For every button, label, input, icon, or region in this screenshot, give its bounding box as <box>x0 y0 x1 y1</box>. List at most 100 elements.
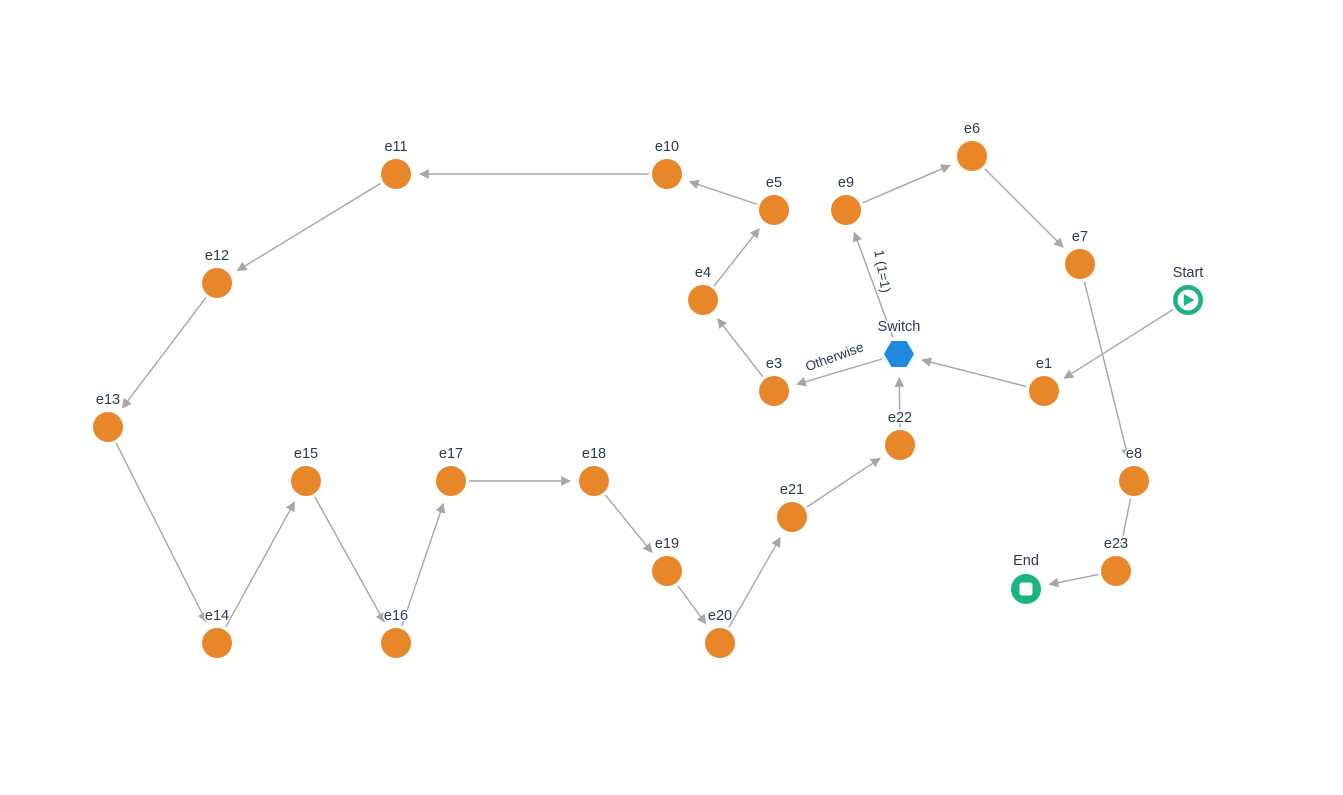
node-e5[interactable] <box>759 195 789 225</box>
edge-line <box>921 357 1027 388</box>
edge-line <box>677 585 707 625</box>
task-node-shape <box>705 628 735 658</box>
node-label-e13: e13 <box>96 392 120 408</box>
edge-e20-to-e21[interactable] <box>728 536 781 628</box>
edge-line <box>728 536 781 628</box>
node-e13[interactable] <box>93 412 123 442</box>
edge-line <box>604 494 653 554</box>
edge-e22-to-switch[interactable] <box>894 377 905 428</box>
edge-e14-to-e15[interactable] <box>225 501 296 628</box>
task-node-shape <box>652 556 682 586</box>
edge-line <box>852 231 894 338</box>
edge-layer <box>115 164 1174 628</box>
edge-e13-to-e14[interactable] <box>115 442 207 623</box>
node-e12[interactable] <box>202 268 232 298</box>
node-e23[interactable] <box>1101 556 1131 586</box>
node-e4[interactable] <box>688 285 718 315</box>
start-ring <box>1173 285 1203 315</box>
edge-switch-to-e3[interactable] <box>796 358 882 387</box>
node-e15[interactable] <box>291 466 321 496</box>
task-node-shape <box>1029 376 1059 406</box>
edge-line <box>806 457 881 508</box>
node-label-e6: e6 <box>964 121 980 137</box>
edge-line <box>1083 281 1131 459</box>
edge-start-to-e1[interactable] <box>1063 309 1174 379</box>
edge-e12-to-e13[interactable] <box>121 296 207 409</box>
node-e17[interactable] <box>436 466 466 496</box>
edge-line <box>894 377 905 428</box>
node-label-e19: e19 <box>655 536 679 552</box>
node-label-e11: e11 <box>384 139 407 155</box>
edge-line <box>688 179 758 205</box>
edge-line <box>1048 573 1099 588</box>
edge-line <box>225 501 296 628</box>
node-e1[interactable] <box>1029 376 1059 406</box>
node-label-e18: e18 <box>582 446 606 462</box>
node-e20[interactable] <box>705 628 735 658</box>
edge-e4-to-e5[interactable] <box>713 228 760 287</box>
node-layer <box>93 141 1203 658</box>
node-e18[interactable] <box>579 466 609 496</box>
edge-e11-to-e12[interactable] <box>236 182 381 272</box>
task-node-shape <box>777 502 807 532</box>
edge-line <box>717 318 764 378</box>
edge-e16-to-e17[interactable] <box>401 502 446 627</box>
task-node-shape <box>579 466 609 496</box>
node-label-end: End <box>1013 553 1039 569</box>
node-label-e14: e14 <box>205 608 229 624</box>
node-e16[interactable] <box>381 628 411 658</box>
node-end[interactable] <box>1011 574 1041 604</box>
edge-line <box>713 228 760 287</box>
edge-e1-to-switch[interactable] <box>921 357 1027 388</box>
edge-line <box>1063 309 1174 379</box>
node-e14[interactable] <box>202 628 232 658</box>
edge-line <box>121 296 207 409</box>
node-label-e12: e12 <box>205 248 229 264</box>
node-start[interactable] <box>1173 285 1203 315</box>
node-e8[interactable] <box>1119 466 1149 496</box>
edge-e3-to-e4[interactable] <box>717 318 764 378</box>
node-e11[interactable] <box>381 159 411 189</box>
edge-e6-to-e7[interactable] <box>984 168 1064 248</box>
task-node-shape <box>436 466 466 496</box>
task-node-shape <box>93 412 123 442</box>
node-e22[interactable] <box>885 430 915 460</box>
edge-e21-to-e22[interactable] <box>806 457 881 508</box>
node-switch[interactable] <box>884 341 914 367</box>
node-label-e3: e3 <box>766 356 782 372</box>
edge-e9-to-e6[interactable] <box>862 164 951 204</box>
edge-e15-to-e16[interactable] <box>314 496 385 623</box>
node-label-e7: e7 <box>1072 229 1088 245</box>
edge-e19-to-e20[interactable] <box>677 585 707 625</box>
node-label-e17: e17 <box>439 446 463 462</box>
edge-switch-to-e9[interactable] <box>852 231 894 338</box>
node-label-e15: e15 <box>294 446 318 462</box>
task-node-shape <box>652 159 682 189</box>
node-e7[interactable] <box>1065 249 1095 279</box>
edge-e5-to-e10[interactable] <box>688 179 758 205</box>
edge-e8-to-e23[interactable] <box>1117 498 1132 549</box>
edge-e7-to-e8[interactable] <box>1083 281 1131 459</box>
edge-e23-to-end[interactable] <box>1048 573 1099 588</box>
edge-e18-to-e19[interactable] <box>604 494 653 554</box>
node-e9[interactable] <box>831 195 861 225</box>
node-e10[interactable] <box>652 159 682 189</box>
task-node-shape <box>688 285 718 315</box>
task-node-shape <box>1119 466 1149 496</box>
task-node-shape <box>759 376 789 406</box>
node-label-switch: Switch <box>878 319 921 335</box>
edge-line <box>236 182 381 272</box>
task-node-shape <box>381 159 411 189</box>
node-e3[interactable] <box>759 376 789 406</box>
node-label-e20: e20 <box>708 608 732 624</box>
task-node-shape <box>291 466 321 496</box>
node-e19[interactable] <box>652 556 682 586</box>
node-label-e4: e4 <box>695 265 711 281</box>
node-label-e5: e5 <box>766 175 782 191</box>
node-e21[interactable] <box>777 502 807 532</box>
stop-icon <box>1019 582 1033 596</box>
node-e6[interactable] <box>957 141 987 171</box>
edge-line <box>1117 498 1132 549</box>
task-node-shape <box>957 141 987 171</box>
